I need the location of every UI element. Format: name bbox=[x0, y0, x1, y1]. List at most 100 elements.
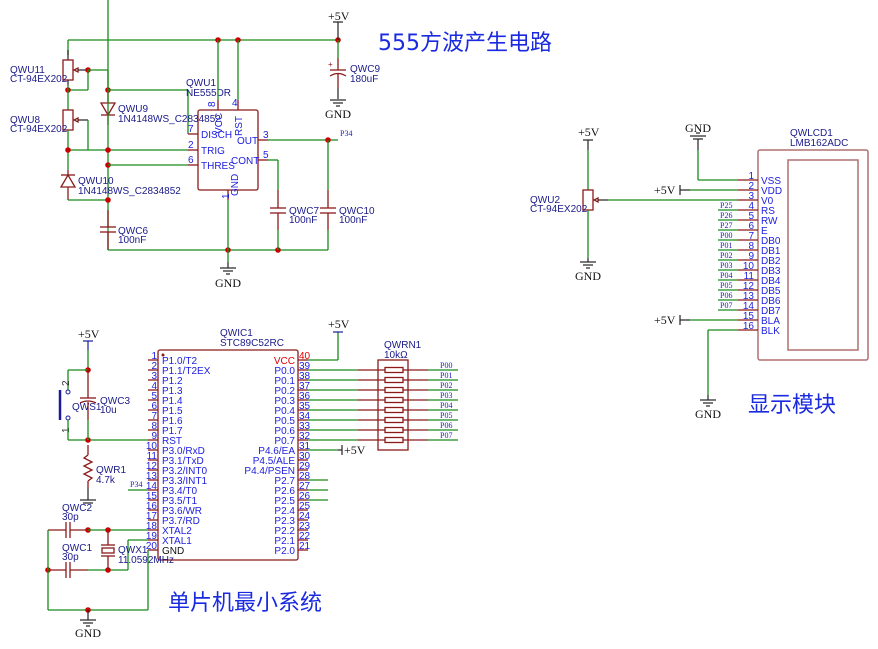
svg-text:35: 35 bbox=[299, 401, 311, 412]
svg-text:QWX1: QWX1 bbox=[118, 545, 148, 556]
svg-text:1: 1 bbox=[221, 193, 232, 199]
svg-text:20: 20 bbox=[146, 541, 158, 552]
svg-text:2: 2 bbox=[748, 181, 754, 192]
svg-text:DB7: DB7 bbox=[761, 306, 781, 317]
svg-text:18: 18 bbox=[146, 521, 158, 532]
power-5v-symbol: +5V bbox=[328, 317, 350, 333]
svg-text:9: 9 bbox=[151, 431, 157, 442]
svg-text:P0.1: P0.1 bbox=[274, 376, 295, 387]
svg-text:CT-94EX202: CT-94EX202 bbox=[530, 204, 588, 215]
diode-qwu10: QWU10 1N4148WS_C2834852 bbox=[59, 170, 181, 200]
potentiometer-qwu8: QWU8 CT-94EX202 bbox=[10, 109, 88, 135]
svg-text:BLA: BLA bbox=[761, 316, 780, 327]
svg-text:P2.7: P2.7 bbox=[274, 476, 295, 487]
ic-ne555: QWU1 NE555DR 8 VCC 4 RST 7 DISCH 2 TRIG … bbox=[186, 40, 269, 200]
svg-text:QWC3: QWC3 bbox=[100, 396, 130, 407]
capacitor-qwc10: QWC10 100nF bbox=[320, 190, 375, 230]
svg-text:QWU9: QWU9 bbox=[118, 104, 148, 115]
svg-text:21: 21 bbox=[299, 541, 311, 552]
svg-text:100nF: 100nF bbox=[118, 235, 146, 246]
svg-text:23: 23 bbox=[299, 521, 311, 532]
svg-text:7: 7 bbox=[188, 124, 194, 135]
resistor-qwr1: QWR1 4.7k bbox=[82, 445, 126, 488]
capacitor-qwc9: + QWC9 180uF bbox=[328, 40, 380, 99]
svg-text:28: 28 bbox=[299, 471, 311, 482]
svg-text:P1.5: P1.5 bbox=[162, 406, 183, 417]
svg-text:6: 6 bbox=[188, 155, 194, 166]
svg-text:+5V: +5V bbox=[78, 327, 100, 341]
ground-symbol: GND bbox=[75, 610, 101, 640]
svg-text:2: 2 bbox=[188, 140, 194, 151]
net-label: P02 bbox=[720, 251, 732, 260]
svg-text:5: 5 bbox=[151, 391, 157, 402]
svg-text:TRIG: TRIG bbox=[201, 146, 225, 157]
net-label: P06 bbox=[440, 421, 452, 430]
net-label: P00 bbox=[440, 361, 452, 370]
svg-text:V0: V0 bbox=[761, 196, 774, 207]
svg-text:13: 13 bbox=[743, 291, 755, 302]
svg-text:QWIC1: QWIC1 bbox=[220, 328, 253, 339]
ground-symbol: GND bbox=[695, 395, 721, 421]
svg-text:P1.1/T2EX: P1.1/T2EX bbox=[162, 366, 211, 377]
svg-text:P0.4: P0.4 bbox=[274, 406, 295, 417]
svg-text:3: 3 bbox=[263, 130, 269, 141]
net-label: P07 bbox=[720, 301, 732, 310]
svg-text:39: 39 bbox=[299, 361, 311, 372]
svg-text:P3.4/T0: P3.4/T0 bbox=[162, 486, 197, 497]
net-label-p34: P34 bbox=[130, 480, 142, 489]
net-label: P04 bbox=[440, 401, 452, 410]
svg-text:P1.0/T2: P1.0/T2 bbox=[162, 356, 197, 367]
svg-text:QWC7: QWC7 bbox=[289, 206, 319, 217]
svg-text:7: 7 bbox=[151, 411, 157, 422]
svg-text:4.7k: 4.7k bbox=[96, 475, 116, 486]
svg-text:P0.5: P0.5 bbox=[274, 416, 295, 427]
svg-text:16: 16 bbox=[146, 501, 158, 512]
svg-text:P4.6/EA: P4.6/EA bbox=[258, 446, 295, 457]
svg-text:29: 29 bbox=[299, 461, 311, 472]
svg-text:GND: GND bbox=[215, 276, 241, 290]
svg-text:32: 32 bbox=[299, 431, 311, 442]
title-display-module: 显示模块 bbox=[748, 393, 836, 418]
power-5v-symbol: +5V bbox=[654, 313, 690, 327]
svg-text:DISCH: DISCH bbox=[201, 130, 232, 141]
net-label: P27 bbox=[720, 221, 732, 230]
svg-text:P4.4/PSEN: P4.4/PSEN bbox=[244, 466, 295, 477]
svg-text:P2.3: P2.3 bbox=[274, 516, 295, 527]
svg-text:VSS: VSS bbox=[761, 176, 781, 187]
svg-text:34: 34 bbox=[299, 411, 311, 422]
svg-text:GND: GND bbox=[230, 174, 241, 196]
svg-text:8: 8 bbox=[207, 101, 218, 107]
svg-text:THRES: THRES bbox=[201, 161, 235, 172]
display-section: +5V QWU2 CT-94EX202 GND GND bbox=[530, 121, 869, 421]
svg-text:16: 16 bbox=[743, 321, 755, 332]
svg-text:15: 15 bbox=[146, 491, 158, 502]
svg-text:GND: GND bbox=[685, 121, 711, 135]
ground-symbol: GND bbox=[325, 99, 351, 121]
svg-text:11: 11 bbox=[147, 451, 158, 462]
svg-text:P3.7/RD: P3.7/RD bbox=[162, 516, 200, 527]
svg-text:3: 3 bbox=[151, 371, 157, 382]
svg-text:8: 8 bbox=[748, 241, 754, 252]
svg-text:E: E bbox=[761, 226, 768, 237]
svg-text:6: 6 bbox=[151, 401, 157, 412]
power-5v-symbol: +5V bbox=[328, 9, 350, 40]
svg-text:+5V: +5V bbox=[654, 183, 676, 197]
power-5v-symbol: +5V bbox=[654, 183, 690, 197]
